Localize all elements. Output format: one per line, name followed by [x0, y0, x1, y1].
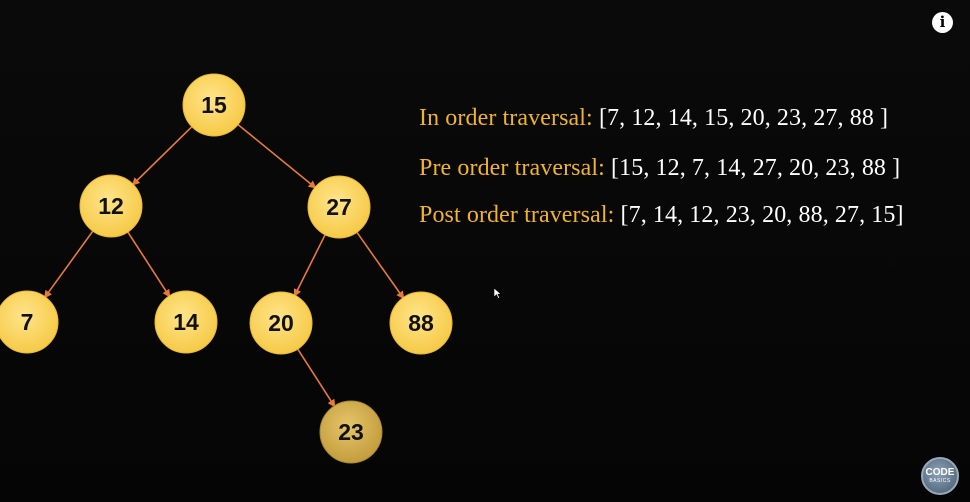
tree-node-7: 7 [0, 290, 59, 354]
tree-node-88: 88 [389, 291, 453, 355]
tree-node-14: 14 [154, 290, 218, 354]
tree-edge-12-7 [43, 229, 95, 299]
tree-node-circle [319, 400, 383, 464]
tree-edge-12-14 [126, 229, 171, 298]
tree-node-label: 15 [201, 92, 227, 118]
tree-edge-20-23 [295, 346, 336, 408]
tree-edge-15-12 [131, 124, 194, 186]
code-basics-logo: CODE BASICS [921, 457, 959, 495]
post-order-value: [7, 14, 12, 23, 20, 88, 27, 15] [620, 202, 904, 228]
tree-node-label: 88 [408, 310, 434, 336]
in-order-value: [7, 12, 14, 15, 20, 23, 27, 88 ] [598, 105, 889, 131]
in-order-label: In order traversal: [419, 105, 593, 131]
tree-node-label: 27 [326, 194, 352, 220]
tree-node-23: 23 [319, 400, 383, 464]
info-icon[interactable]: i [932, 12, 953, 33]
tree-edge-15-27 [235, 122, 317, 189]
tree-node-circle [154, 290, 218, 354]
tree-node-circle [389, 291, 453, 355]
tree-node-label: 12 [98, 193, 124, 219]
tree-node-circle [0, 290, 59, 354]
logo-main-text: CODE [925, 467, 955, 478]
tree-node-20: 20 [249, 291, 313, 355]
mouse-cursor-icon [494, 288, 502, 299]
tree-node-12: 12 [79, 174, 143, 238]
logo-sub-text: BASICS [929, 478, 951, 484]
tree-node-circle [182, 73, 246, 137]
tree-nodes: 15 12 27 7 14 20 88 23 [0, 73, 453, 464]
tree-node-label: 7 [21, 309, 34, 335]
tree-node-circle [249, 291, 313, 355]
pre-order-line: Pre order traversal: [15, 12, 7, 14, 27,… [419, 155, 900, 182]
tree-node-15: 15 [182, 73, 246, 137]
pre-order-value: [15, 12, 7, 14, 27, 20, 23, 88 ] [611, 155, 901, 181]
tree-node-label: 14 [173, 309, 199, 335]
tree-node-label: 23 [338, 419, 364, 445]
post-order-label: Post order traversal: [419, 202, 615, 228]
tree-node-circle [79, 174, 143, 238]
tree-edge-27-20 [293, 232, 327, 298]
tree-node-label: 20 [268, 310, 294, 336]
tree-node-27: 27 [307, 175, 371, 239]
in-order-line: In order traversal: [7, 12, 14, 15, 20, … [419, 105, 888, 132]
tree-edges [43, 122, 405, 408]
post-order-line: Post order traversal: [7, 14, 12, 23, 20… [419, 202, 904, 229]
pre-order-label: Pre order traversal: [419, 155, 605, 181]
tree-node-circle [307, 175, 371, 239]
tree-edge-27-88 [355, 230, 405, 300]
